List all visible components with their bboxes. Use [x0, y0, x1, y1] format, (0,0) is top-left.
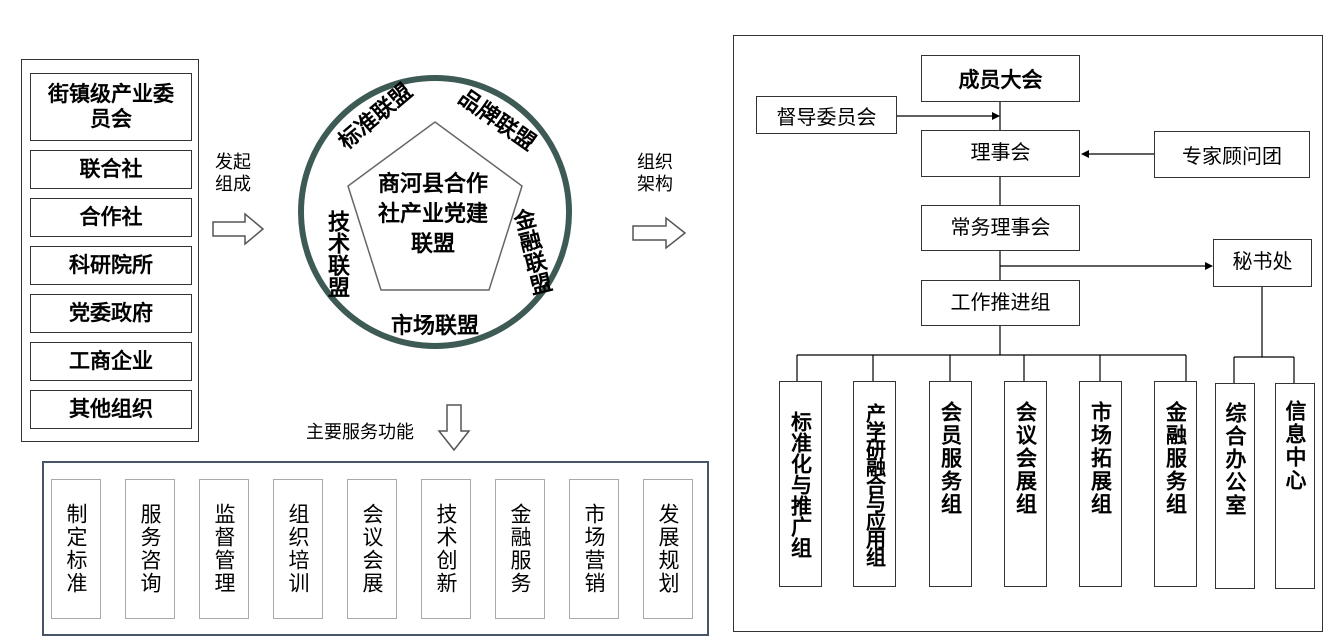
org-secretariat: 秘书处 [1213, 239, 1312, 287]
member-label: 党委政府 [69, 301, 153, 325]
service-label: 监督管理 [212, 503, 236, 595]
org-unit-general-office: 综合办公室 [1215, 383, 1255, 589]
sub-alliance-market: 市场联盟 [391, 313, 479, 339]
org-group-industry-research: 产学研融合与应用组 [853, 381, 896, 587]
services-label: 主要服务功能 [306, 422, 414, 443]
member-cooperative: 合作社 [30, 198, 192, 237]
services-panel [42, 461, 709, 636]
org-label: 专家顾问团 [1182, 144, 1282, 168]
org-work-group: 工作推进组 [921, 280, 1080, 326]
org-unit-label: 综合办公室 [1223, 401, 1247, 517]
service-item: 组织培训 [273, 479, 323, 619]
service-item: 制定标准 [51, 479, 101, 619]
member-union-cooperative: 联合社 [30, 150, 192, 189]
org-group-label: 产学研融合与应用组 [862, 403, 887, 565]
member-label: 合作社 [79, 205, 143, 229]
service-label: 组织培训 [286, 503, 310, 595]
alliance-center-title: 商河县合作社产业党建联盟 [377, 172, 488, 257]
arrow-down-icon [437, 404, 471, 452]
org-group-label: 会员服务组 [938, 400, 963, 516]
org-unit-label: 信息中心 [1283, 400, 1307, 492]
alliance-pentagon [347, 121, 523, 291]
member-label: 街镇级产业委员会 [48, 82, 174, 131]
org-label: 工作推进组 [950, 289, 1051, 314]
org-group-label: 金融服务组 [1163, 400, 1188, 516]
service-item: 监督管理 [199, 479, 249, 619]
org-panel [733, 35, 1323, 632]
service-label: 服务咨询 [138, 503, 162, 595]
service-label: 发展规划 [656, 503, 680, 595]
org-group-label: 市场拓展组 [1088, 400, 1113, 516]
service-item: 服务咨询 [125, 479, 175, 619]
member-street-committee: 街镇级产业委员会 [30, 73, 192, 141]
service-item: 市场营销 [569, 479, 619, 619]
member-label: 其他组织 [69, 397, 153, 421]
org-supervisory-committee: 督导委员会 [756, 96, 897, 134]
org-group-label: 会议会展组 [1013, 400, 1038, 516]
arrow-right-icon [632, 216, 687, 250]
service-item: 发展规划 [643, 479, 693, 619]
service-item: 会议会展 [347, 479, 397, 619]
service-item: 技术创新 [421, 479, 471, 619]
org-group-label: 标准化与推广组 [788, 410, 813, 558]
service-label: 市场营销 [582, 503, 606, 595]
org-assembly: 成员大会 [921, 55, 1080, 102]
service-item: 金融服务 [495, 479, 545, 619]
initiate-label: 发起组成 [215, 152, 251, 195]
member-label: 工商企业 [69, 349, 153, 373]
member-party-government: 党委政府 [30, 294, 192, 333]
arrow-right-icon [212, 212, 265, 246]
member-enterprises: 工商企业 [30, 342, 192, 381]
org-group-member-service: 会员服务组 [929, 381, 972, 587]
service-label: 会议会展 [360, 503, 384, 595]
org-standing-council: 常务理事会 [921, 205, 1080, 251]
member-label: 科研院所 [69, 253, 153, 277]
org-label: 督导委员会 [776, 104, 877, 129]
member-other-orgs: 其他组织 [30, 390, 192, 429]
members-panel [21, 59, 199, 442]
org-label: 理事会 [970, 140, 1031, 164]
service-label: 制定标准 [64, 503, 88, 595]
member-research-institutes: 科研院所 [30, 246, 192, 285]
member-label: 联合社 [79, 157, 143, 181]
org-label: 成员大会 [958, 67, 1043, 92]
org-experts: 专家顾问团 [1154, 131, 1310, 178]
org-unit-info-center: 信息中心 [1275, 383, 1315, 589]
sub-alliance-tech: 技术联盟 [324, 210, 349, 298]
org-label: 常务理事会 [950, 214, 1051, 239]
org-group-standardization: 标准化与推广组 [779, 381, 822, 587]
alliance-diagram: 标准联盟 品牌联盟 市场联盟 [298, 75, 572, 349]
org-label: 秘书处 [1232, 248, 1293, 273]
structure-label: 组织架构 [637, 152, 673, 195]
org-council: 理事会 [921, 130, 1080, 177]
org-group-market: 市场拓展组 [1079, 381, 1122, 587]
org-group-finance: 金融服务组 [1154, 381, 1197, 587]
service-label: 技术创新 [434, 503, 458, 595]
org-group-conference: 会议会展组 [1004, 381, 1047, 587]
service-label: 金融服务 [508, 503, 532, 595]
